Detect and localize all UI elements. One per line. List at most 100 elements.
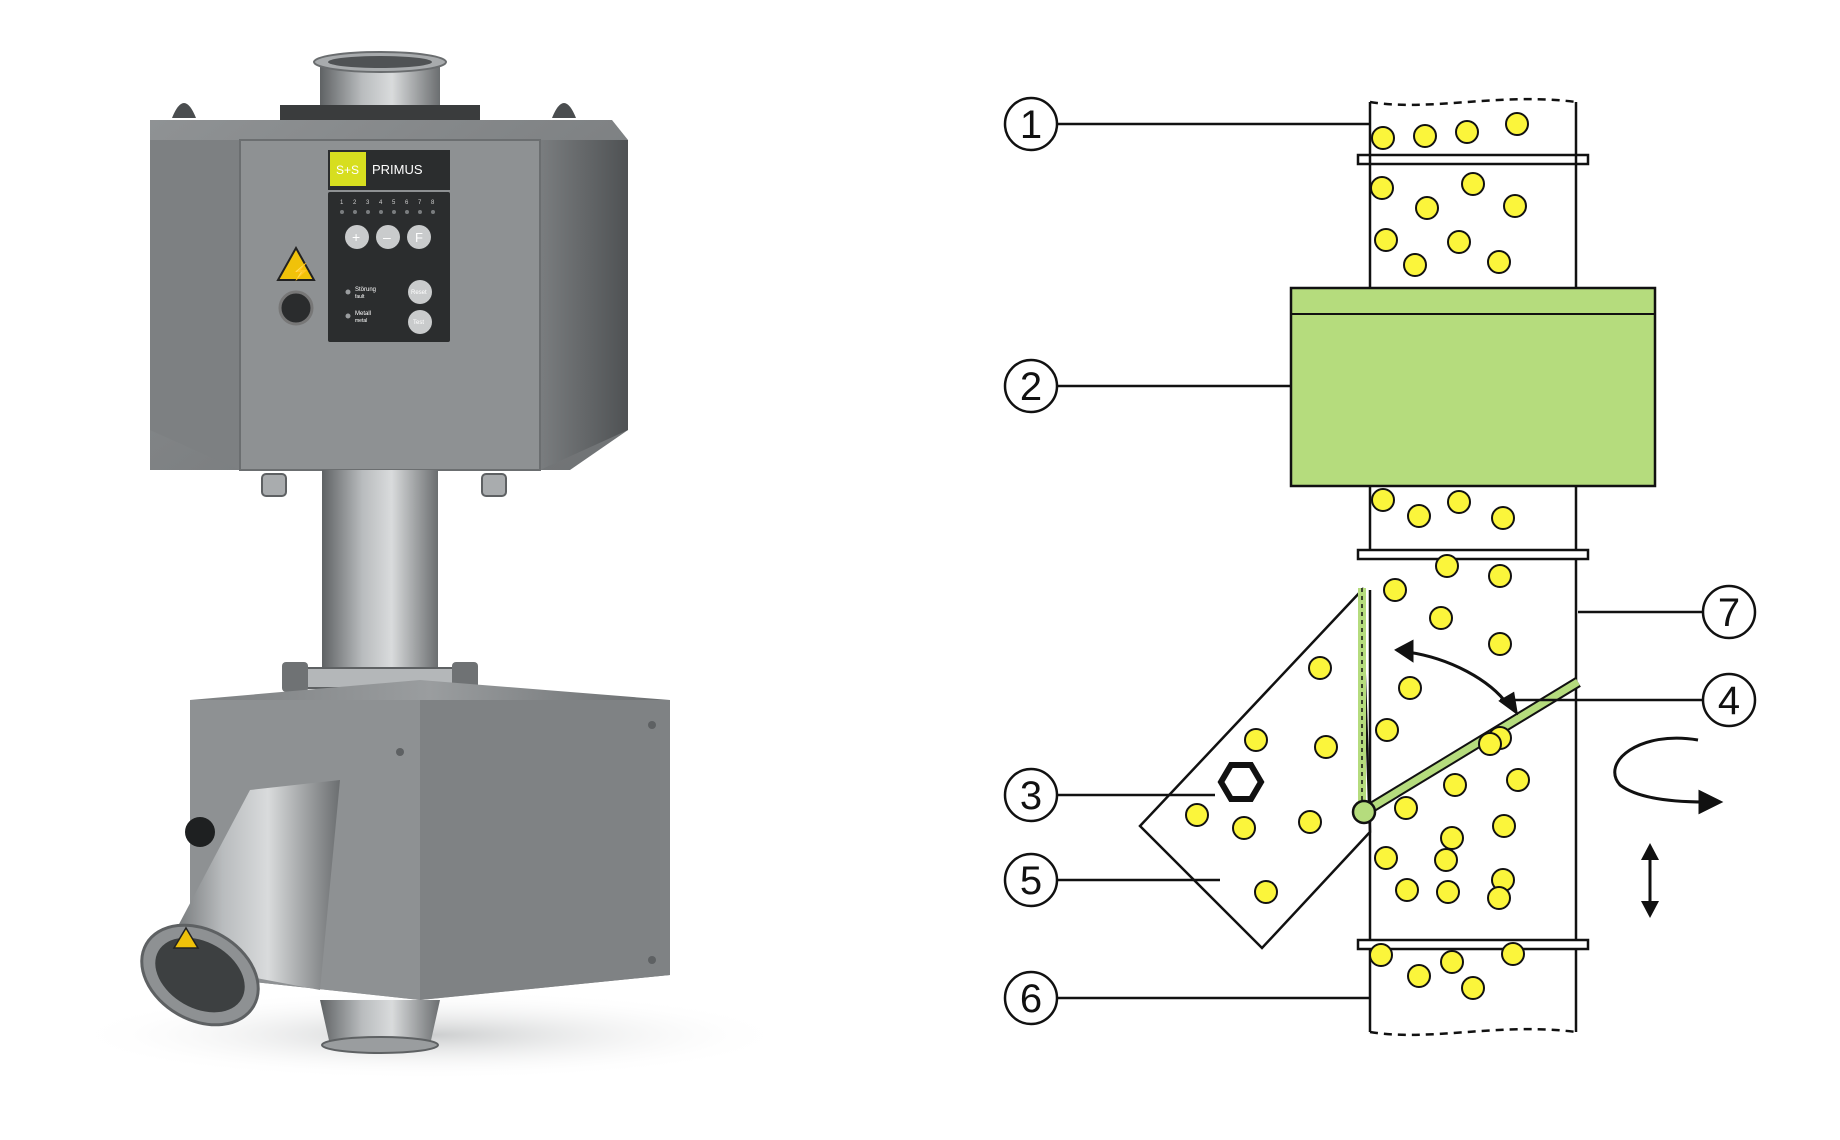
particle xyxy=(1394,796,1418,820)
inlet-pipe xyxy=(280,51,480,125)
indicator-led xyxy=(392,210,396,214)
hex-nut xyxy=(1217,762,1265,802)
particle xyxy=(1488,632,1512,656)
minus-key-label: – xyxy=(383,229,391,245)
callout-number: 6 xyxy=(1020,977,1042,1021)
particle xyxy=(1440,826,1464,850)
lower-flange xyxy=(1356,938,1590,951)
particle xyxy=(1415,196,1439,220)
callout-circle xyxy=(1003,96,1059,152)
particle xyxy=(1371,126,1395,150)
callout-number: 4 xyxy=(1718,679,1740,723)
center-pipe xyxy=(322,470,438,680)
particle xyxy=(1375,718,1399,742)
swing-arrow xyxy=(1394,639,1519,716)
inlet-pipe-outline xyxy=(1368,102,1578,290)
particle xyxy=(1185,803,1209,827)
test-button-label: Test xyxy=(413,320,424,326)
brand-badge xyxy=(330,152,366,186)
reset-button[interactable] xyxy=(408,280,432,304)
indicator-digit: 1 xyxy=(340,200,344,206)
particle xyxy=(1383,578,1407,602)
vertical-arrow xyxy=(1641,843,1659,918)
indicator-led xyxy=(340,210,344,214)
product-particles xyxy=(1185,112,1530,1000)
particle xyxy=(1403,253,1427,277)
particle xyxy=(1407,964,1431,988)
particle xyxy=(1455,120,1479,144)
callout-number: 1 xyxy=(1020,103,1042,147)
callout-circle xyxy=(1003,358,1059,414)
particle xyxy=(1370,176,1394,200)
outlet-pipe-break xyxy=(1369,1027,1577,1037)
lifting-eyes xyxy=(172,103,576,118)
brand-badge-text: S+S xyxy=(336,163,359,177)
flap-pivot xyxy=(1351,799,1377,825)
particle xyxy=(1505,112,1529,136)
side-connector xyxy=(185,817,215,847)
valve-body xyxy=(1368,559,1578,940)
particle xyxy=(1232,816,1256,840)
middle-flange xyxy=(1356,548,1590,561)
function-key[interactable] xyxy=(407,225,431,249)
indicator-led xyxy=(353,210,357,214)
indicator-led xyxy=(379,210,383,214)
particle xyxy=(1447,490,1471,514)
cable-connector xyxy=(278,290,314,326)
particle xyxy=(1407,504,1431,528)
particle xyxy=(1298,810,1322,834)
particle xyxy=(1434,848,1458,872)
callout-number: 5 xyxy=(1020,859,1042,903)
particle xyxy=(1435,554,1459,578)
callout-circle xyxy=(1003,970,1059,1026)
inlet-pipe-break xyxy=(1369,97,1577,107)
reject-channel xyxy=(1138,586,1372,950)
callout-number: 3 xyxy=(1020,774,1042,818)
particle xyxy=(1374,846,1398,870)
plus-key[interactable] xyxy=(345,225,369,249)
plus-key-label: + xyxy=(352,229,360,245)
particle xyxy=(1413,124,1437,148)
upper-flange xyxy=(1356,153,1590,166)
indicator-digit: 6 xyxy=(405,200,409,206)
function-key-label: F xyxy=(415,230,423,245)
particle xyxy=(1254,880,1278,904)
model-name: PRIMUS xyxy=(372,162,423,177)
callout-circle xyxy=(1701,584,1757,640)
particle xyxy=(1244,728,1268,752)
particle xyxy=(1461,976,1485,1000)
indicator-digit: 5 xyxy=(392,200,396,206)
particle xyxy=(1440,950,1464,974)
detector-coil xyxy=(1289,286,1657,488)
test-button[interactable] xyxy=(408,310,432,334)
particle xyxy=(1395,878,1419,902)
indicator-led xyxy=(418,210,422,214)
minus-key[interactable] xyxy=(376,225,400,249)
particle xyxy=(1447,230,1471,254)
callout-circle xyxy=(1003,852,1059,908)
metal-sublabel: metal xyxy=(355,318,367,324)
particle xyxy=(1314,735,1338,759)
particle xyxy=(1501,942,1525,966)
particle xyxy=(1398,676,1422,700)
indicator-digit: 4 xyxy=(379,200,383,206)
particle xyxy=(1429,606,1453,630)
reset-button-label: Reset xyxy=(411,290,427,296)
particle xyxy=(1492,814,1516,838)
particle xyxy=(1487,250,1511,274)
indicator-digit: 2 xyxy=(353,200,357,206)
particle xyxy=(1503,194,1527,218)
bottom-outlet xyxy=(320,1000,440,1054)
callout-circle xyxy=(1003,767,1059,823)
particle xyxy=(1371,488,1395,512)
rotation-arrow xyxy=(1613,736,1724,815)
indicator-digit: 3 xyxy=(366,200,370,206)
particle xyxy=(1487,886,1511,910)
particle xyxy=(1488,564,1512,588)
callout-number: 7 xyxy=(1718,591,1740,635)
indicator-led xyxy=(366,210,370,214)
